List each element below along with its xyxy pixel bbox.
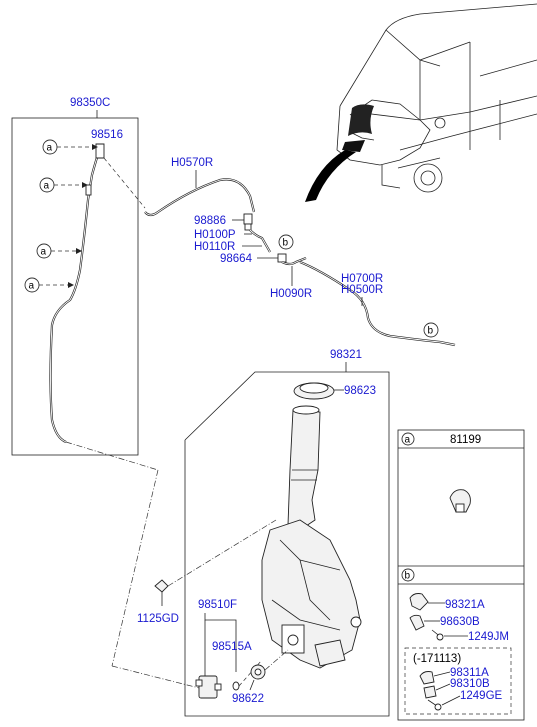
clip-81199 (449, 489, 471, 513)
legend-panel (397, 429, 525, 721)
connector-98664 (277, 253, 287, 263)
cap-98623 (293, 382, 335, 400)
part-label-98664[interactable]: 98664 (220, 253, 253, 265)
legend-a-letter: a (401, 432, 415, 446)
callout-b-1[interactable]: b (278, 234, 294, 250)
legend-a-part-81199[interactable]: 81199 (450, 434, 481, 446)
part-label-H0090R[interactable]: H0090R (270, 288, 312, 300)
callout-a-1[interactable]: a (42, 139, 58, 155)
part-label-H0570R[interactable]: H0570R (171, 157, 213, 169)
connector-98886 (243, 213, 253, 231)
grommet-98515A (232, 681, 240, 691)
svg-text:b: b (428, 326, 434, 337)
screw-1249GE (427, 699, 442, 711)
clip-98310B (423, 685, 437, 699)
clip-98630B (409, 614, 425, 631)
part-label-98623[interactable]: 98623 (344, 385, 376, 397)
hose-assembly-box (11, 110, 139, 456)
svg-text:a: a (47, 143, 53, 154)
van-illustration (336, 3, 537, 193)
part-label-H0700R[interactable]: H0700R (341, 273, 383, 285)
hose-H0700R (299, 260, 456, 347)
svg-text:a: a (41, 247, 47, 258)
svg-text:b: b (405, 571, 411, 582)
hose-H0090R (281, 256, 307, 266)
callout-b-2[interactable]: b (423, 322, 439, 338)
washer-reservoir (261, 405, 362, 669)
legend-b-part-98321A[interactable]: 98321A (445, 599, 485, 611)
bolt-1125GD (154, 579, 169, 606)
svg-text:a: a (44, 181, 50, 192)
svg-text:b: b (283, 238, 289, 249)
legend-b-sub-part-98311A[interactable]: 98311A (450, 667, 489, 679)
part-label-98350C[interactable]: 98350C (70, 97, 110, 109)
screw-1249JM (431, 629, 444, 641)
legend-b-sub-part-1249GE[interactable]: 1249GE (460, 690, 503, 702)
clip-98321A (409, 593, 429, 611)
part-label-98622[interactable]: 98622 (232, 693, 264, 705)
part-label-98321[interactable]: 98321 (330, 349, 362, 361)
legend-b-part-98630B[interactable]: 98630B (440, 616, 480, 628)
legend-b-sub-header: (-171113) (413, 653, 461, 665)
part-label-98886[interactable]: 98886 (194, 215, 226, 227)
pump-98510F (195, 675, 222, 699)
clip-98311A (419, 671, 435, 685)
part-label-H0100P[interactable]: H0100P (194, 229, 236, 241)
legend-b-sub-part-98310B[interactable]: 98310B (450, 678, 490, 690)
van-harness-detail (342, 104, 374, 152)
svg-text:a: a (29, 281, 35, 292)
part-label-98516[interactable]: 98516 (91, 129, 123, 141)
detail-arrow (305, 150, 356, 202)
callout-a-2[interactable]: a (39, 177, 55, 193)
legend-b-letter: b (401, 568, 415, 582)
part-label-98515A[interactable]: 98515A (212, 641, 252, 653)
reservoir-box (184, 371, 390, 717)
svg-text:a: a (405, 435, 411, 446)
part-label-1125GD[interactable]: 1125GD (137, 613, 179, 625)
callout-a-4[interactable]: a (24, 277, 40, 293)
filter-98622 (250, 664, 266, 680)
legend-b-subgroup-box (404, 647, 512, 715)
hose-H0100P (249, 229, 271, 253)
part-label-98510F[interactable]: 98510F (198, 599, 237, 611)
part-label-H0110R[interactable]: H0110R (194, 241, 235, 253)
legend-b-part-1249JM[interactable]: 1249JM (468, 631, 509, 643)
callout-a-3[interactable]: a (36, 243, 52, 259)
hose-H0570R (144, 178, 256, 217)
part-label-H0500R[interactable]: H0500R (341, 284, 383, 296)
hose-98350C (49, 143, 105, 444)
